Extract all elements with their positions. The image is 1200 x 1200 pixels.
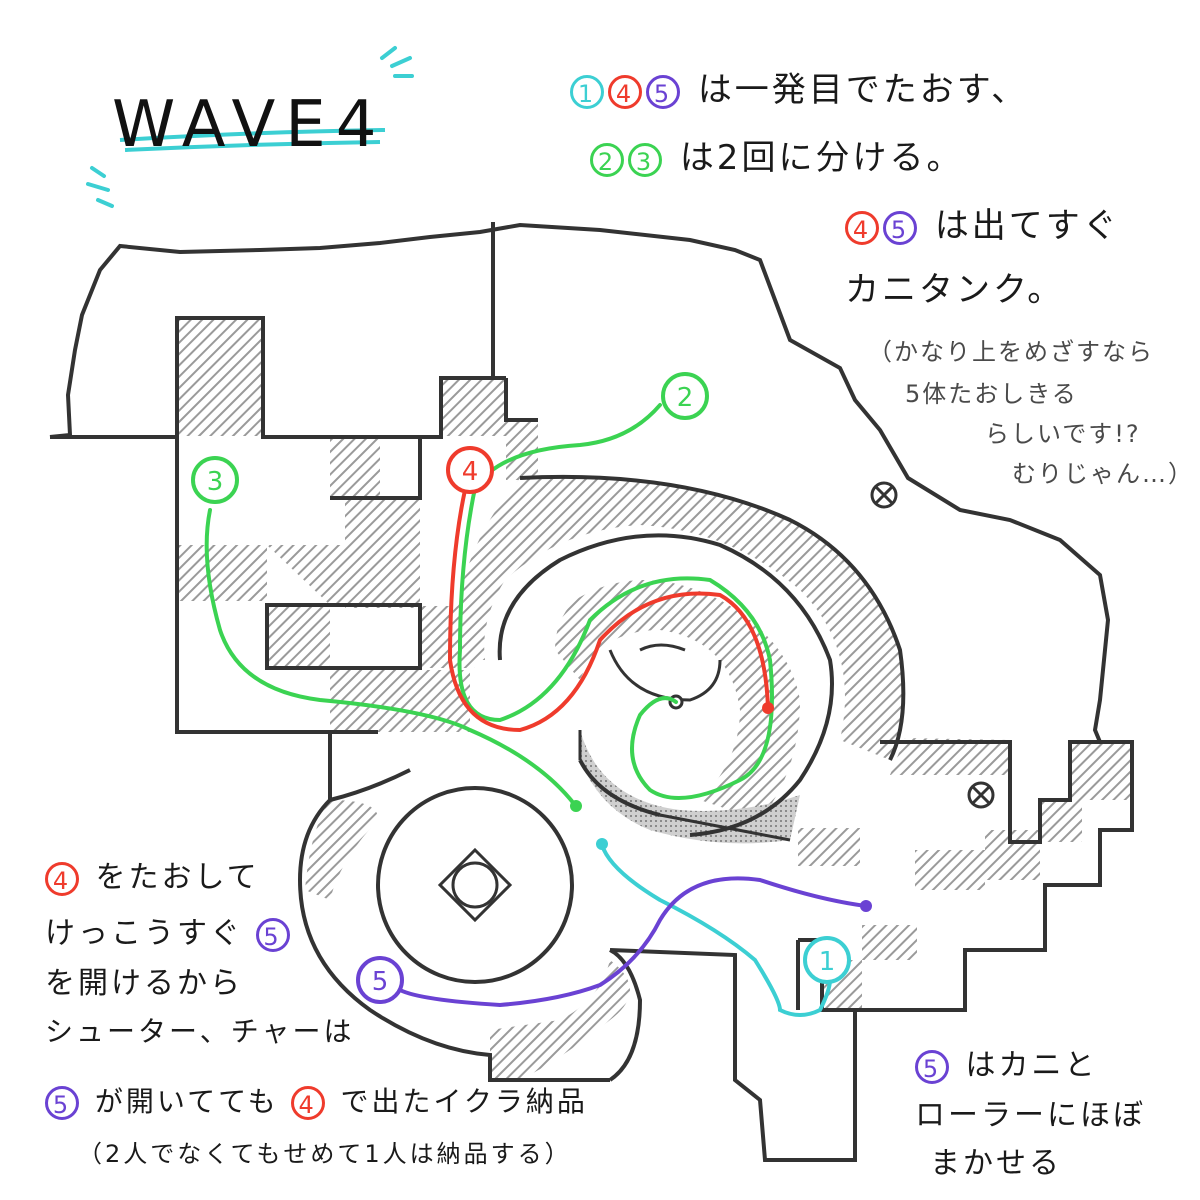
aside-line3: らしいです!? [985,420,1141,448]
note-bottom-line2: （2人でなくてもせめて1人は納品する） [78,1140,572,1168]
route-1-line [596,838,832,1017]
route-3-badge: 3 [191,456,239,504]
route-3-line [204,508,582,812]
note-text: はカニと [965,1048,1098,1083]
route-5-badge: 5 [646,74,680,109]
note-right-line1: 5 はカニと [915,1040,1098,1084]
title-decoration [86,46,414,208]
route-5-line [398,876,872,1008]
note-top-line4: カニタンク。 [845,270,1065,310]
hatched-walls [177,318,1132,1080]
route-4-line [447,488,774,733]
basket-area [376,786,574,984]
route-4-badge: 4 [608,74,642,109]
route-4-badge: 4 [290,1086,325,1120]
svg-text:1: 1 [819,947,836,977]
note-left-line3: を開けるから [45,966,243,1001]
page-title: WAVE4 [112,88,387,162]
route-4-badge: 4 [446,446,494,494]
note-text: は一発目でたおす、 [697,70,1029,110]
note-left-line2: けっこうすぐ 5 [45,908,294,952]
route-3-badge: 3 [628,142,662,177]
route-5-badge: 5 [915,1049,949,1084]
aside-line2: 5体たおしきる [905,380,1078,408]
svg-text:2: 2 [677,383,694,413]
x-marker-icon [870,481,898,509]
route-5-badge: 5 [883,210,917,245]
map-walls [50,222,1134,1162]
route-2-badge: 2 [590,142,624,177]
note-left-line1: 4 をたおして [45,852,260,896]
route-4-badge: 4 [45,861,79,896]
route-1-badge: 1 [570,74,604,109]
note-text: をたおして [95,860,260,895]
note-text: が開いてても [94,1085,279,1118]
note-text: は出てすぐ [934,206,1120,246]
note-text: で出たイクラ納品 [340,1085,588,1118]
route-4-badge: 4 [845,210,879,245]
note-right-line3: まかせる [930,1146,1062,1181]
route-5-badge: 5 [45,1086,79,1120]
svg-text:4: 4 [462,457,479,487]
note-bottom-line1: 5 が開いてても 4 で出たイクラ納品 [45,1080,588,1120]
route-2-badge: 2 [661,372,709,420]
svg-text:3: 3 [207,467,224,497]
aside-line1: （かなり上をめざすなら [868,338,1154,366]
route-5-badge: 5 [255,917,290,952]
x-marker-icon [967,781,995,809]
note-text: は2回に分ける。 [679,138,964,178]
svg-text:5: 5 [372,967,389,997]
route-5-badge: 5 [356,956,404,1004]
aside-line4: むりじゃん…） [1012,460,1194,488]
spiral-structure [454,474,906,844]
route-1-badge: 1 [803,936,851,984]
outer-cliff-outline [49,222,1111,743]
note-left-line4: シューター、チャーは [45,1015,355,1048]
note-right-line2: ローラーにほぼ [915,1098,1146,1133]
note-text: けっこうすぐ [45,916,243,951]
